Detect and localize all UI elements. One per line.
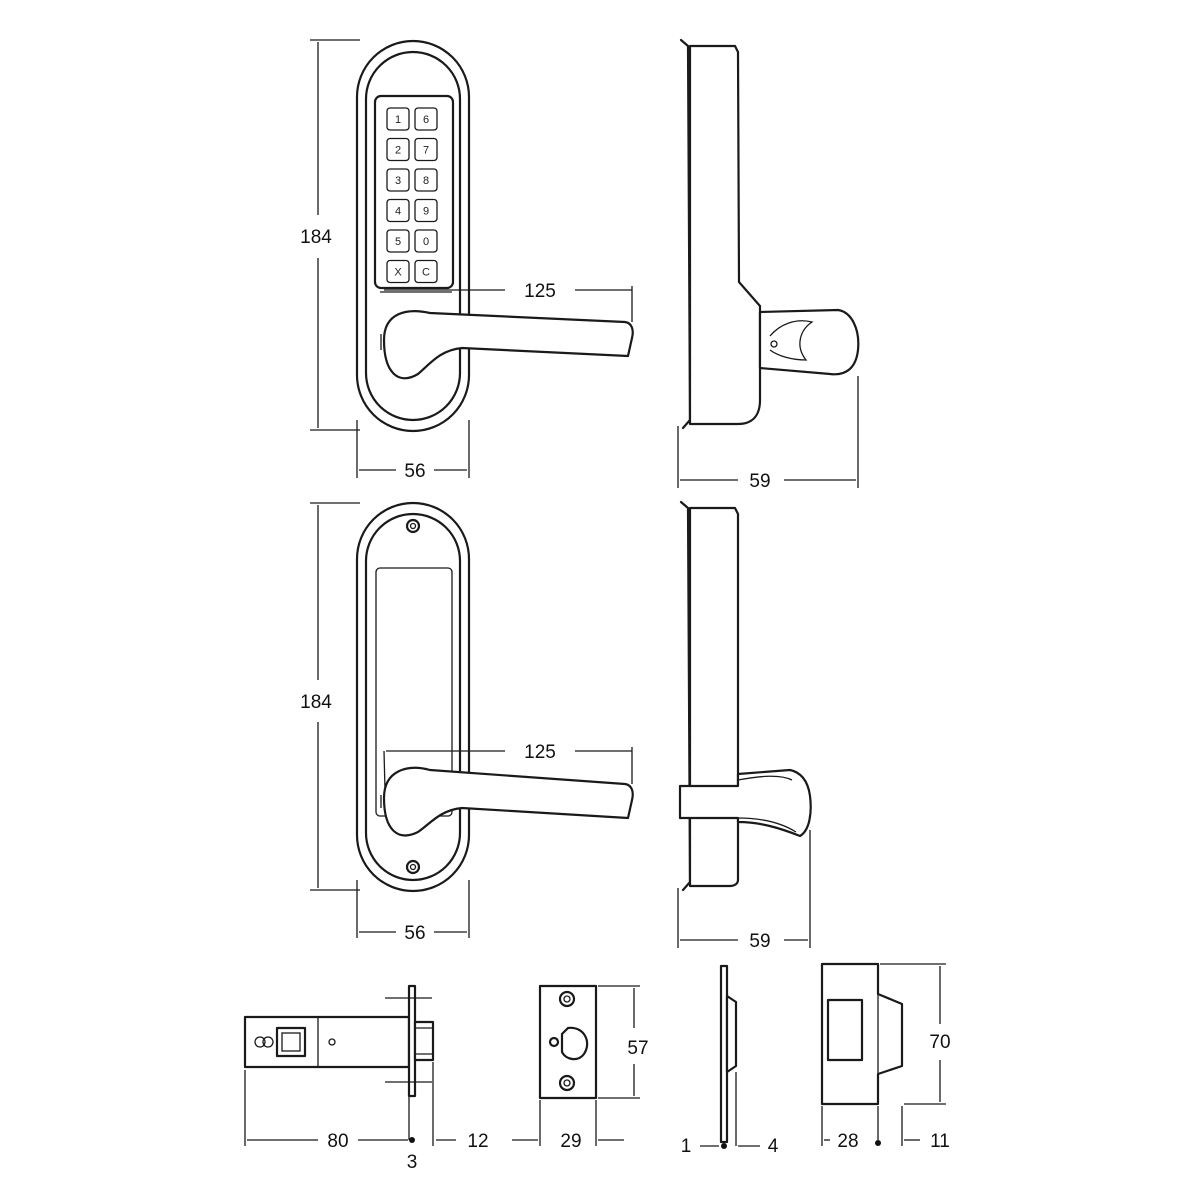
keypad-key-label: C	[422, 267, 430, 279]
keypad-key-label: 5	[395, 236, 401, 248]
dim-keypad-lever-length: 125	[524, 281, 556, 302]
keypad-key-outline	[414, 107, 438, 131]
keypad-key-outline	[386, 107, 410, 131]
back-side-dimensions: 59	[677, 830, 811, 952]
dim-back-height: 184	[300, 692, 332, 713]
keypad-key-outline	[414, 137, 438, 162]
keypad-key-outline	[386, 198, 410, 223]
keypad-key-label: 0	[423, 236, 429, 248]
keypad-key-outline	[414, 168, 438, 192]
keypad-key-label: 9	[423, 206, 429, 218]
latch-dimensions: 80 3 12	[244, 1062, 489, 1173]
dim-keypad-width: 56	[404, 461, 425, 482]
dim-keypad-height: 184	[300, 227, 332, 248]
keypad-front-view: 1 6 2 7 3 8 4 9 5 0X C	[355, 39, 634, 433]
keypad-key[interactable]: X	[386, 259, 410, 284]
keypad-key[interactable]: 2	[386, 137, 410, 162]
dim-latch-backset: 80	[327, 1131, 348, 1152]
keypad-key-outline	[386, 259, 410, 284]
keypad-key[interactable]: 5	[386, 229, 410, 253]
dim-latch-bolt-projection: 12	[467, 1131, 488, 1152]
keypad-dimensions: 184 125 56	[300, 39, 633, 482]
faceplate-dimensions: 57 29	[512, 985, 649, 1152]
dim-back-side-depth: 59	[749, 931, 770, 952]
dim-latch-faceplate: 3	[407, 1152, 418, 1173]
keypad-key-label: X	[394, 267, 402, 279]
dim-back-width: 56	[404, 923, 425, 944]
keypad-key[interactable]: 7	[414, 137, 438, 162]
dim-strike-height: 70	[929, 1032, 950, 1053]
keypad-key-outline	[386, 168, 410, 192]
keypad-key-outline	[414, 198, 438, 223]
keypad-key[interactable]: 9	[414, 198, 438, 223]
back-plate-front-view	[355, 501, 634, 893]
keypad-key-outline	[414, 259, 438, 284]
dim-strike-width: 28	[837, 1131, 858, 1152]
keypad-key-outline	[386, 137, 410, 162]
keypad-key[interactable]: C	[414, 259, 438, 284]
keypad-key-label: 8	[423, 175, 429, 187]
keypad-key-label: 7	[423, 145, 429, 157]
dim-side-plate-thickness: 1	[681, 1136, 692, 1157]
dim-faceplate-height: 57	[627, 1038, 648, 1059]
keypad-side-view	[679, 38, 860, 430]
keypad-key[interactable]: 6	[414, 107, 438, 131]
keypad-key-outline	[386, 229, 410, 253]
front-lever	[382, 310, 634, 380]
keypad-key[interactable]: 1	[386, 107, 410, 131]
latch-view	[243, 984, 435, 1098]
dim-faceplate-width: 29	[560, 1131, 581, 1152]
strike-plate-view	[820, 962, 904, 1106]
keypad-key-label: 3	[395, 175, 401, 187]
keypad-side-dimensions: 59	[677, 376, 859, 492]
strike-plate-dimensions: 70 28 11	[821, 963, 951, 1152]
dim-back-lever-length: 125	[524, 742, 556, 763]
dim-keypad-side-depth: 59	[749, 471, 770, 492]
keypad-key[interactable]: 0	[414, 229, 438, 253]
keypad-key[interactable]: 4	[386, 198, 410, 223]
back-lever	[382, 766, 634, 837]
keypad-key-label: 2	[395, 145, 401, 157]
strike-side-dimensions: 1 4	[681, 1072, 779, 1157]
keypad-key[interactable]: 8	[414, 168, 438, 192]
keypad-key[interactable]: 3	[386, 168, 410, 192]
dim-side-plate-offset: 4	[768, 1136, 779, 1157]
keypad-key-label: 6	[423, 114, 429, 126]
keypad-key-label: 1	[395, 114, 401, 126]
keypad-key-grid: 1 6 2 7 3 8 4 9 5 0X C	[386, 107, 438, 284]
faceplate-view	[538, 984, 598, 1100]
keypad-key-outline	[414, 229, 438, 253]
back-plate-dimensions: 184 125 56	[300, 502, 633, 944]
keypad-key-label: 4	[395, 206, 401, 218]
strike-side-profile	[719, 964, 738, 1144]
back-plate-side-view	[678, 500, 812, 892]
dim-strike-lip: 11	[930, 1131, 950, 1152]
